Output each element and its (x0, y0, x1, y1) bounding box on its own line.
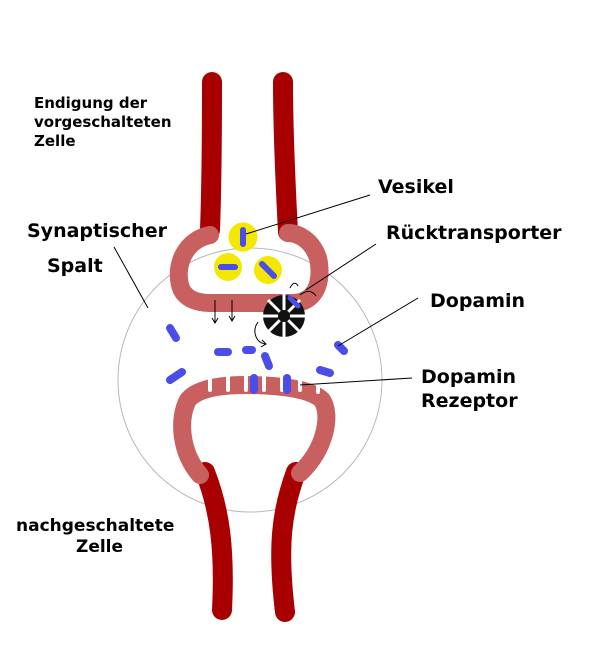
vesicles (214, 222, 282, 284)
presynaptic-terminal (169, 224, 329, 312)
reuptake-transporter (262, 294, 306, 338)
label-line: Endigung der (34, 94, 148, 112)
label-line: vorgeschalteten (34, 112, 172, 131)
vesicle (228, 222, 258, 252)
leader-lines (113, 194, 419, 386)
label-dopamine: Dopamin (430, 290, 526, 312)
label-line: Dopamin (421, 366, 517, 388)
label-synaptic: Synaptischer (27, 220, 167, 242)
label-cleft: Spalt (47, 255, 103, 277)
vesicle (254, 256, 282, 284)
label-postsynaptic-cell: nachgeschaltete Zelle (16, 516, 174, 559)
postsynaptic-terminal (173, 375, 336, 484)
receptor-notches (208, 374, 320, 394)
label-reuptake-transporter: Rücktransporter (386, 222, 562, 244)
presynaptic-axon (200, 72, 298, 242)
label-line: Rezeptor (421, 389, 518, 412)
vesicle (214, 253, 242, 281)
label-presynaptic-ending: Endigung der vorgeschalteten Zelle (34, 94, 172, 150)
postsynaptic-dendrite (195, 462, 306, 622)
label-dopamine-receptor: Dopamin Rezeptor (421, 366, 518, 414)
label-line: Zelle (34, 131, 76, 150)
label-line: Zelle (76, 537, 124, 558)
dopamine-molecules (166, 324, 348, 394)
label-line: nachgeschaltete (16, 516, 175, 536)
flow-arrows (211, 282, 317, 348)
label-vesicle: Vesikel (378, 176, 454, 198)
